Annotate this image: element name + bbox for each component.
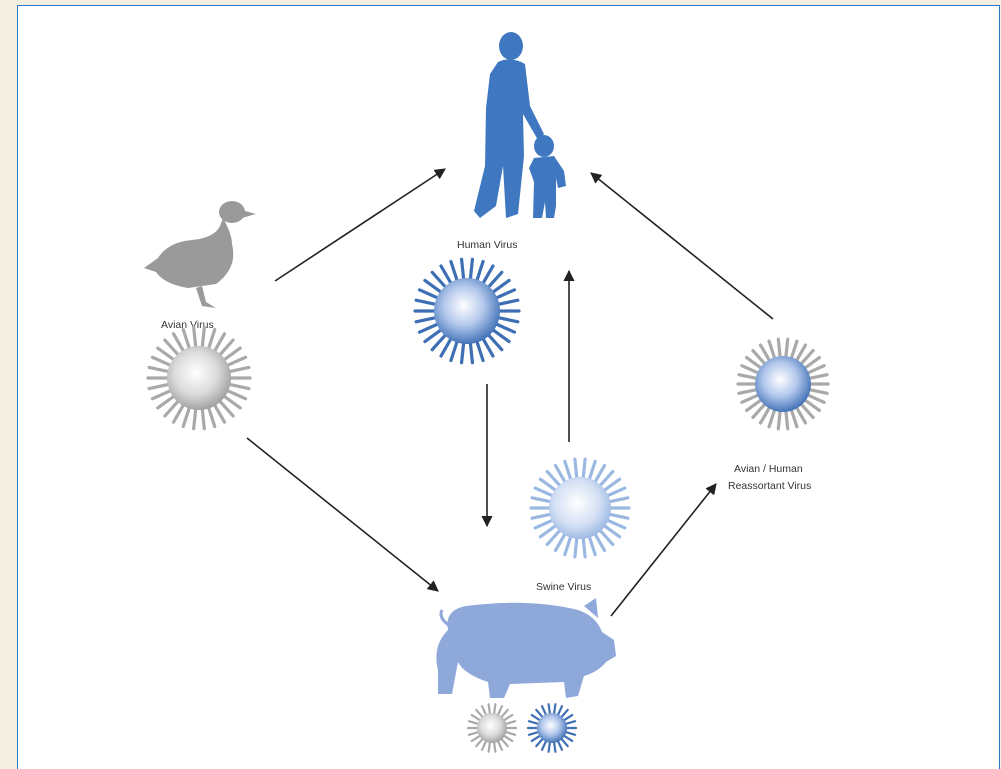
virus-spike	[194, 327, 196, 348]
arrow-reassortant-to-human	[591, 173, 773, 319]
virus-spike	[606, 488, 624, 496]
virus-spike	[808, 375, 827, 379]
virus-spike	[477, 262, 483, 282]
virus-spike	[589, 536, 595, 555]
virus-spike	[495, 290, 514, 299]
swine-virus-label: Swine Virus	[536, 581, 591, 593]
virus-core	[537, 713, 567, 743]
virus-spike	[419, 290, 438, 299]
virus-spike	[462, 342, 464, 363]
virus-spike	[441, 266, 452, 284]
virus-spike	[208, 407, 214, 427]
arrow-duck-to-human	[275, 169, 445, 281]
virus-spike	[532, 498, 552, 502]
reassortant-label-line1: Avian / Human	[734, 463, 803, 475]
small-avian-virus-icon	[468, 704, 516, 752]
virus-core	[434, 278, 500, 344]
virus-spike	[495, 324, 514, 333]
virus-spike	[742, 366, 759, 374]
virus-spike	[497, 317, 518, 321]
reassortant-virus-icon	[738, 339, 828, 429]
virus-spike	[451, 340, 457, 360]
small-human-virus-icon	[528, 704, 576, 752]
virus-spike	[608, 498, 628, 502]
virus-spike	[742, 395, 759, 403]
human-virus-label: Human Virus	[457, 239, 518, 251]
virus-spike	[483, 266, 494, 284]
virus-spike	[462, 259, 464, 280]
human-icon	[474, 32, 566, 218]
virus-spike	[739, 375, 758, 379]
virus-spike	[183, 407, 189, 427]
virus-spike	[483, 338, 494, 356]
virus-spike	[535, 520, 553, 528]
virus-spike	[606, 520, 624, 528]
virus-spike	[575, 537, 577, 557]
virus-core	[549, 477, 611, 539]
virus-spike	[202, 327, 204, 348]
swine-virus-icon	[531, 459, 629, 556]
virus-spike	[786, 410, 788, 429]
virus-spike	[226, 390, 245, 399]
virus-spike	[769, 409, 775, 427]
virus-spike	[532, 514, 552, 518]
virus-spike	[416, 317, 437, 321]
virus-core	[167, 346, 231, 410]
virus-spike	[791, 341, 797, 359]
duck-icon	[144, 201, 256, 308]
virus-spike	[419, 324, 438, 333]
diagram-panel: Human Virus Avian Virus Swine Virus Avia…	[17, 5, 1000, 769]
virus-spike	[451, 262, 457, 282]
virus-spike	[208, 329, 214, 349]
virus-spike	[791, 409, 797, 427]
virus-spike	[608, 514, 628, 518]
virus-spike	[808, 389, 827, 393]
virus-core	[755, 356, 811, 412]
virus-spike	[441, 338, 452, 356]
virus-spike	[152, 357, 171, 366]
virus-core	[477, 713, 507, 743]
avian-virus-label: Avian Virus	[161, 319, 214, 331]
avian-virus-icon	[148, 327, 250, 428]
virus-spike	[739, 389, 758, 393]
influenza-transmission-diagram: Human Virus Avian Virus Swine Virus Avia…	[18, 6, 1000, 769]
virus-spike	[202, 408, 204, 429]
virus-spike	[149, 384, 170, 388]
virus-spike	[807, 366, 824, 374]
virus-spike	[183, 329, 189, 349]
virus-spike	[228, 367, 249, 371]
reassortant-label-line2: Reassortant Virus	[728, 480, 811, 492]
virus-spike	[786, 339, 788, 358]
virus-spike	[769, 341, 775, 359]
virus-spike	[470, 342, 472, 363]
human-virus-icon	[415, 259, 519, 362]
virus-spike	[807, 395, 824, 403]
virus-spike	[535, 488, 553, 496]
virus-spike	[149, 367, 170, 371]
virus-spike	[226, 357, 245, 366]
virus-spike	[565, 536, 571, 555]
virus-spike	[228, 384, 249, 388]
transmission-arrows	[247, 169, 773, 616]
virus-spike	[575, 459, 577, 479]
virus-spike	[470, 259, 472, 280]
arrow-pig-to-reassortant	[611, 484, 716, 616]
virus-spike	[583, 459, 585, 479]
pig-icon	[436, 598, 616, 698]
virus-spike	[565, 461, 571, 480]
virus-spike	[583, 537, 585, 557]
virus-spike	[194, 408, 196, 429]
virus-spike	[778, 410, 780, 429]
virus-spike	[497, 300, 518, 304]
arrow-avian-virus-to-pig	[247, 438, 438, 591]
virus-spike	[416, 300, 437, 304]
virus-spike	[152, 390, 171, 399]
virus-spike	[778, 339, 780, 358]
virus-spike	[589, 461, 595, 480]
virus-spike	[477, 340, 483, 360]
